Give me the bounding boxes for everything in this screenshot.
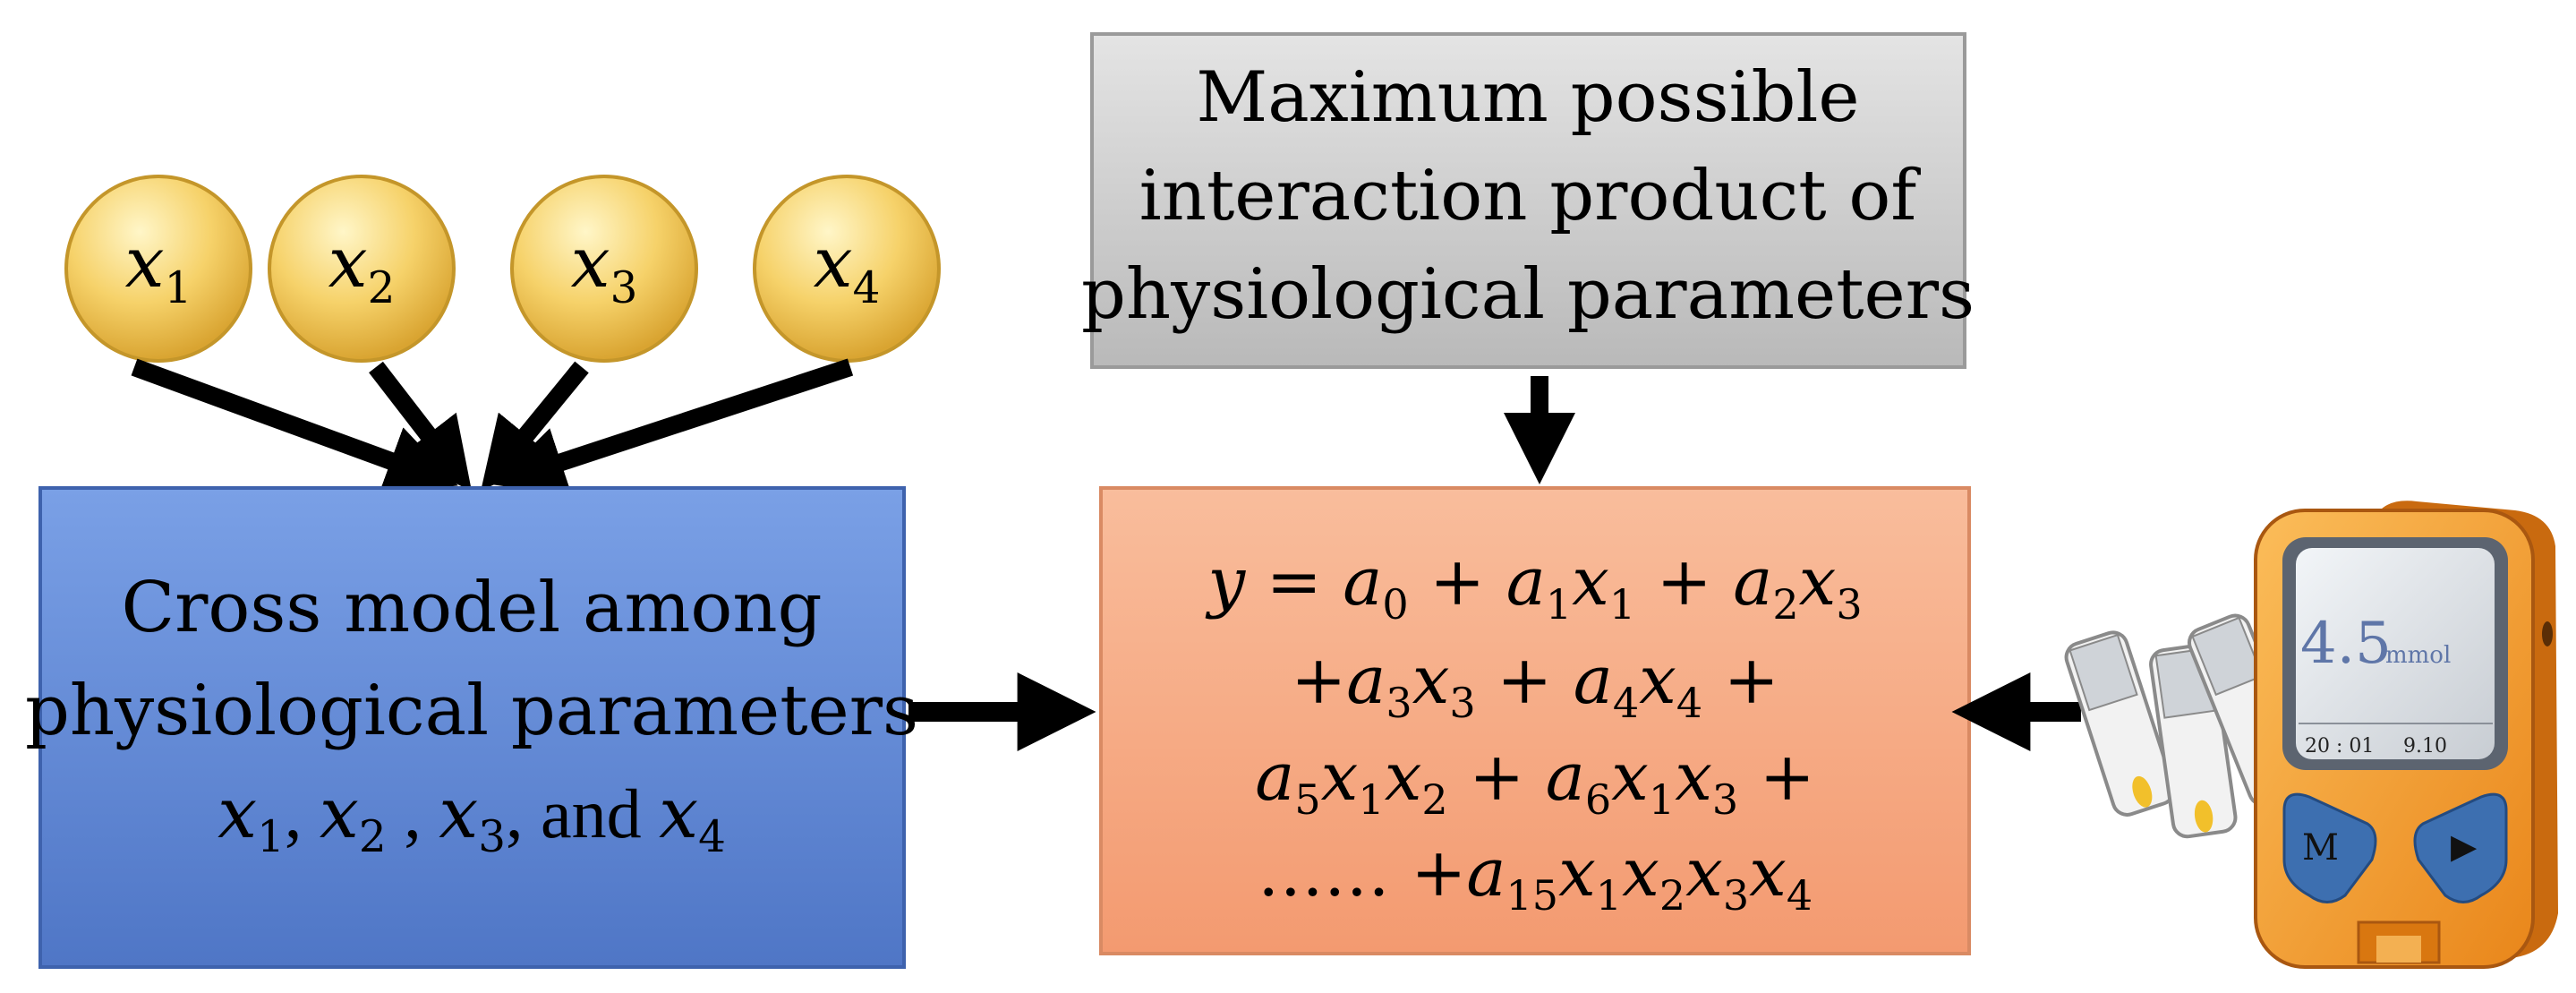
equation-symbol: a [1346, 642, 1386, 719]
meter-strip-slot [2376, 936, 2421, 963]
equation-subscript: 2 [1772, 580, 1798, 629]
interaction-box-line: physiological parameters [1081, 254, 1975, 335]
variable-ball-x2: x2 [268, 175, 456, 363]
meter-date: 9.10 [2403, 735, 2447, 758]
meter-play-button[interactable] [2413, 792, 2508, 903]
equation-symbol: x [1321, 739, 1359, 816]
test-strips-icon [2064, 613, 2311, 839]
equation-symbol: x [1611, 739, 1649, 816]
equation-symbol: y [1205, 544, 1246, 621]
equation-symbol: x [1749, 835, 1787, 912]
equation-symbol: x [1675, 739, 1712, 816]
equation-operator: …… + [1258, 835, 1467, 912]
equation-symbol: a [1466, 835, 1506, 912]
cross-model-box-rect [38, 486, 906, 969]
ball-circle [64, 175, 252, 363]
equation-symbol: x [1639, 642, 1676, 719]
equation-symbol: x [1558, 835, 1596, 912]
cross-model-line2: physiological parameters [25, 671, 918, 751]
equation-subscript: 1 [1649, 775, 1675, 824]
meter-time: 20 : 01 [2305, 735, 2374, 758]
equation-operator: + [1476, 642, 1574, 719]
equation-subscript: 3 [1386, 679, 1412, 727]
play-icon: ▶ [2451, 826, 2478, 866]
equation-subscript: 1 [1546, 580, 1572, 629]
cross-model-box: Cross model among physiological paramete… [25, 486, 918, 969]
equation-subscript: 0 [1382, 580, 1408, 629]
cross-model-line1: Cross model among [121, 568, 822, 648]
equation-subscript: 1 [1358, 775, 1384, 824]
equation-subscript: 6 [1585, 775, 1611, 824]
variable-ball-x1: x1 [64, 175, 252, 363]
equation-line: …… +a15x1x2x3x4 [1258, 835, 1813, 920]
interaction-box-line: interaction product of [1139, 156, 1922, 236]
converging-arrows [131, 358, 854, 497]
variable-ball-x4: x4 [753, 175, 941, 363]
interaction-box-rect [1090, 32, 1966, 369]
equation-subscript: 5 [1294, 775, 1320, 824]
equation-box-rect [1099, 486, 1971, 955]
equation-subscript: 3 [1836, 580, 1862, 629]
equation-symbol: a [1733, 544, 1772, 621]
equation-operator: + [1291, 642, 1346, 719]
equation-line: y = a0 + a1x1 + a2x3 [1205, 544, 1862, 629]
ball-label: x3 [571, 223, 638, 313]
equation-symbol: a [1255, 739, 1294, 816]
equation-operator: + [1448, 739, 1546, 816]
variable-ball-x3: x3 [510, 175, 698, 363]
equation-symbol: a [1343, 544, 1382, 621]
meter-m-button[interactable] [2282, 792, 2377, 903]
equation-subscript: 3 [1712, 775, 1738, 824]
meter-m-label: M [2302, 827, 2339, 869]
arrow-x2 [369, 361, 473, 492]
equation-symbol: x [1799, 544, 1837, 621]
equation-subscript: 2 [1659, 871, 1685, 920]
meter-reading: 4.5 [2300, 611, 2392, 677]
equation-subscript: 1 [1596, 871, 1622, 920]
arrow-x4 [492, 358, 854, 497]
equation-subscript: 3 [1723, 871, 1749, 920]
equation-subscript: 1 [1609, 580, 1635, 629]
ball-circle [510, 175, 698, 363]
equation-subscript: 4 [1676, 679, 1702, 727]
ball-label: x4 [814, 223, 881, 313]
equation-operator: + [1409, 544, 1506, 621]
equation-subscript: 15 [1506, 871, 1559, 920]
equation-symbol: x [1412, 642, 1450, 719]
equation-operator: + [1635, 544, 1733, 621]
equation-subscript: 4 [1613, 679, 1639, 727]
arrow-x1 [131, 358, 458, 495]
equation-symbol: x [1385, 739, 1422, 816]
equation-line: a5x1x2 + a6x1x3 + [1255, 739, 1814, 824]
equation-symbol: x [1685, 835, 1723, 912]
interaction-box: Maximum possible interaction product of … [1081, 32, 1975, 369]
meter-side-port [2542, 621, 2553, 646]
equation-subscript: 3 [1449, 679, 1475, 727]
equation-operator: + [1702, 642, 1779, 719]
equation-subscript: 4 [1787, 871, 1813, 920]
cross-model-vars: x1, x2 , x3, and x4 [218, 774, 726, 862]
equation-subscript: 2 [1421, 775, 1447, 824]
meter-unit: mmol [2385, 642, 2451, 669]
equation-symbol: a [1574, 642, 1613, 719]
equation-symbol: a [1506, 544, 1546, 621]
ball-label: x1 [125, 223, 192, 313]
equation-operator: + [1738, 739, 1815, 816]
equation-box: y = a0 + a1x1 + a2x3 +a3x3 + a4x4 + a5x1… [1099, 486, 1971, 955]
equation-symbol: x [1622, 835, 1659, 912]
glucose-meter-icon: 4.5 mmol 20 : 01 9.10 M ▶ [2254, 501, 2558, 969]
ball-circle [268, 175, 456, 363]
ball-label: x2 [328, 223, 396, 313]
equation-operator: = [1245, 544, 1343, 621]
interaction-box-line: Maximum possible [1196, 57, 1859, 138]
meter-screen [2296, 548, 2495, 759]
equation-symbol: x [1572, 544, 1609, 621]
equation-symbol: a [1546, 739, 1585, 816]
equation-line: +a3x3 + a4x4 + [1291, 642, 1778, 727]
